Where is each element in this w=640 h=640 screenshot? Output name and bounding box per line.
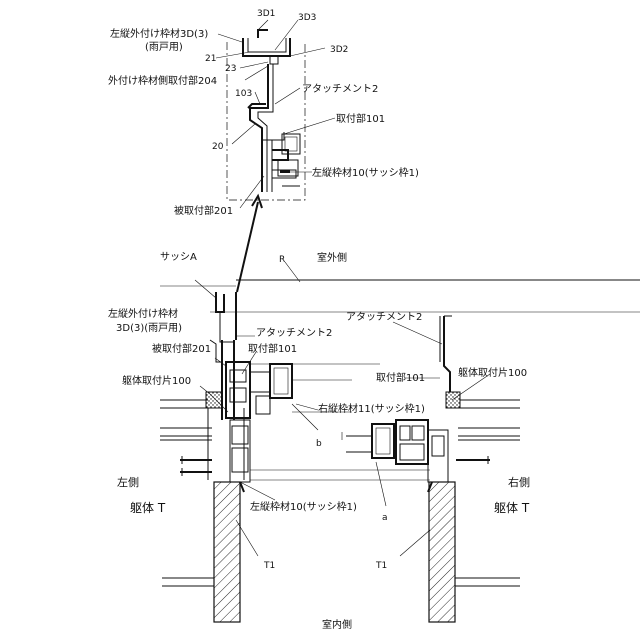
label-right-attachment: アタッチメント2 [346,311,422,323]
label-103: 103 [235,89,252,99]
label-attachment-top: アタッチメント2 [302,83,378,95]
label-3d2: 3D2 [330,45,348,55]
label-body-right: 躯体 T [494,500,530,515]
label-21: 21 [205,54,216,64]
label-right-101: 取付部101 [376,371,425,384]
label-left-side: 左側 [117,476,139,489]
label-shutter-use: (雨戸用) [145,41,183,53]
wall-right [429,482,455,622]
label-mid-100: 躯体取付片100 [122,374,191,387]
label-mid-shutter: 3D(3)(雨戸用) [116,322,182,334]
label-3d1: 3D1 [257,9,275,19]
label-sash-a: サッシA [160,251,197,263]
label-mid-outer-frame: 左縦外付け枠材 [108,307,178,320]
label-mid-101: 取付部101 [248,342,297,355]
label-mid-201: 被取付部201 [152,342,211,355]
label-frame10-top: 左縦枠材10(サッシ枠1) [312,166,419,179]
label-outdoor: 室外側 [317,251,347,264]
insulation-left [206,392,222,408]
insulation-right [446,392,460,408]
label-b: b [316,439,322,449]
label-body-left: 躯体 T [130,500,166,515]
label-r: R [279,255,285,265]
label-right-100: 躯体取付片100 [458,366,527,379]
label-23: 23 [225,64,236,74]
labels: 3D1 3D3 3D2 左縦外付け枠材3D(3) (雨戸用) 21 23 外付け… [108,9,530,631]
label-20: 20 [212,142,224,152]
label-101-top: 取付部101 [336,112,385,125]
detail-arrow [237,196,262,292]
label-bottom-frame10: 左縦枠材10(サッシ枠1) [250,500,357,513]
label-204: 外付け枠材側取付部204 [108,74,217,87]
label-a: a [382,513,388,523]
label-3d3: 3D3 [298,13,316,23]
label-t1-left: T1 [263,561,275,571]
label-right-frame11: 右縦枠材11(サッシ枠1) [318,402,425,415]
wall-left [214,482,240,622]
label-mid-attachment: アタッチメント2 [256,327,332,339]
label-indoor: 室内側 [322,618,352,631]
label-t1-right: T1 [375,561,387,571]
label-left-outer-frame: 左縦外付け枠材3D(3) [110,27,208,40]
label-right-side: 右側 [508,475,530,489]
label-201-top: 被取付部201 [174,204,233,217]
